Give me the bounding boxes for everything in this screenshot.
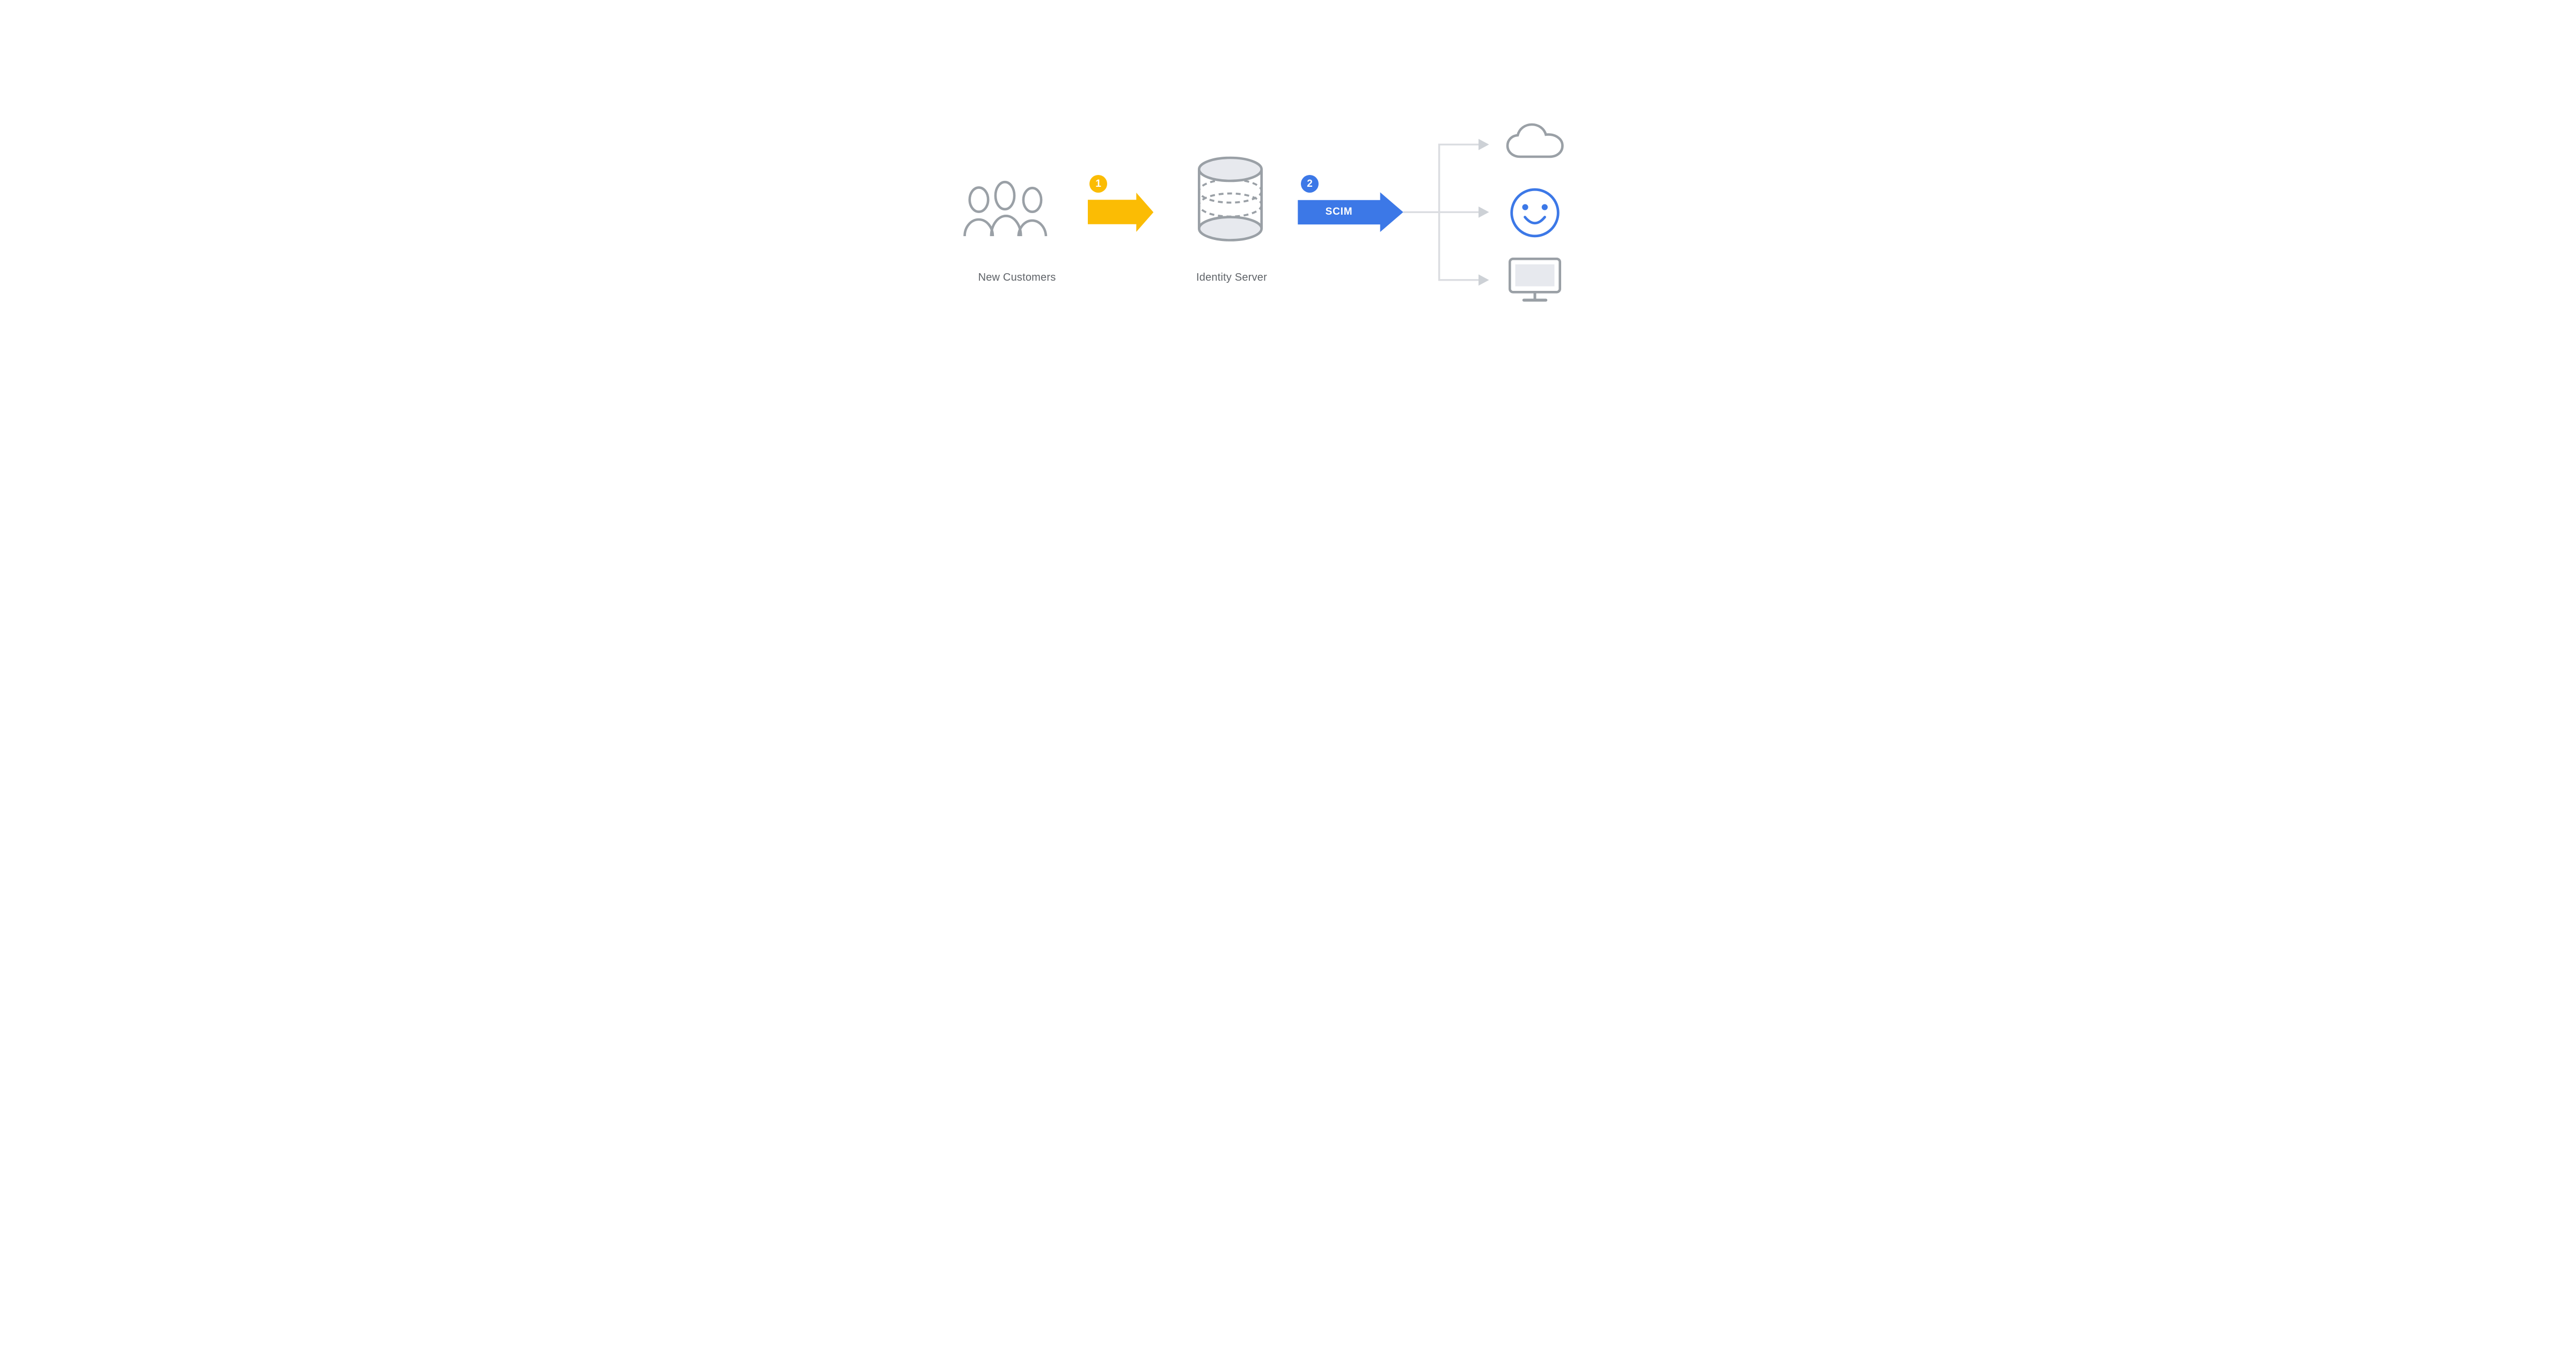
step1-badge: 1 (1089, 175, 1107, 193)
cylinder-bottom-cap (1197, 216, 1263, 242)
step1-arrow (1088, 193, 1154, 232)
smiley-left-eye (1522, 204, 1528, 210)
person-center-head-shape (994, 180, 1016, 211)
fanout-arrowheads (1479, 138, 1489, 286)
person-right-shoulders-shape (1017, 219, 1048, 237)
person-center-shoulders-shape (990, 215, 1022, 237)
cloud-icon (1506, 123, 1564, 158)
person-left-head-shape (968, 186, 990, 213)
monitor-screen (1515, 264, 1555, 287)
smiley-mouth (1524, 216, 1546, 225)
monitor-icon (1509, 257, 1562, 302)
step2-scim-arrow (1298, 192, 1403, 232)
cloud-shape (1506, 123, 1564, 158)
step2-badge: 2 (1301, 175, 1319, 193)
arrowhead-middle (1479, 206, 1489, 218)
arrowhead-bottom (1479, 274, 1489, 286)
smiley-face-icon (1510, 188, 1560, 238)
diagram-graphics (963, 123, 1564, 302)
fanout-connector-lines (1403, 143, 1479, 281)
person-left-shoulders-shape (963, 218, 994, 237)
diagram-canvas: 1 2 SCIM New Customers Identity Server (859, 0, 1717, 449)
smiley-right-eye (1541, 204, 1548, 210)
arrowhead-top (1479, 138, 1489, 150)
cylinder-top-cap (1197, 156, 1263, 182)
database-cylinder-icon (1197, 156, 1263, 242)
cylinder-dashed-ring-upper (1198, 178, 1263, 204)
cylinder-dashed-ring-lower (1198, 192, 1263, 218)
scim-arrow-label: SCIM (1325, 206, 1353, 217)
customers-node-label: New Customers (978, 272, 1056, 283)
person-right-head-shape (1022, 186, 1043, 213)
identity-server-node-label: Identity Server (1196, 272, 1267, 283)
smiley-face-outline (1510, 188, 1560, 238)
people-group-icon (963, 180, 1048, 237)
cylinder-side-walls (1198, 169, 1263, 229)
